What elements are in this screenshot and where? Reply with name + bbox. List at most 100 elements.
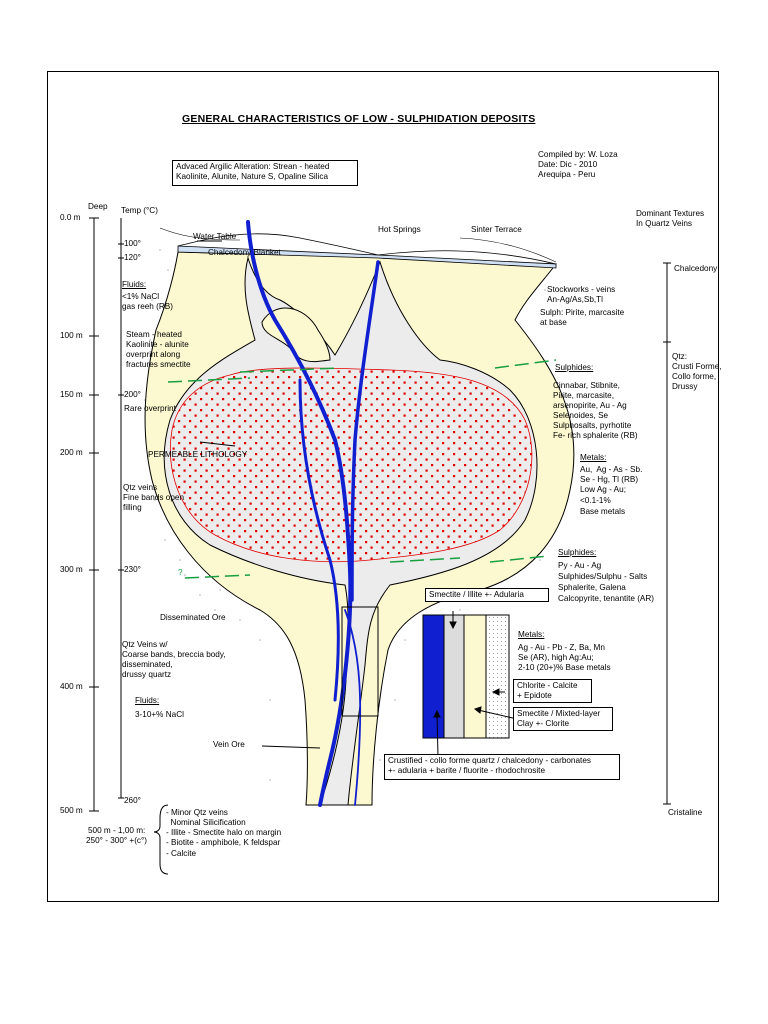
qtz-veins-w-line2: Coarse bands, breccia body, (122, 650, 226, 659)
stockworks-line3: Sulph: Pirite, marcasite (540, 308, 625, 317)
vein-ore-label: Vein Ore (213, 740, 245, 749)
bottom-depth-range-2: 250° - 300° +(c°) (86, 836, 148, 845)
fluids-2-line: 3-10+% NaCl (135, 710, 184, 719)
sulphides-1-line6: Fe- rich sphalerite (RB) (553, 431, 638, 440)
sinter-surface (377, 250, 557, 265)
temp-label-100: 100° (124, 239, 141, 248)
fluids-1-title: Fluids: (122, 280, 147, 289)
metals-1-title: Metals: (580, 453, 607, 462)
metals-1-line2: Se - Hg, Tl (RB) (580, 475, 639, 484)
metals-2-line3: 2-10 (20+)% Base metals (518, 663, 611, 672)
stockworks-line2: An-Ag/As,Sb,Tl (547, 295, 603, 304)
ground-surface (159, 227, 557, 263)
vein-system (246, 220, 380, 807)
textures-header-2: In Quartz Veins (636, 219, 692, 228)
textures-header-1: Dominant Textures (636, 209, 705, 218)
hot-spring-vent (177, 233, 379, 256)
depth-label-400: 400 m (60, 682, 83, 691)
water-table-label: Water Table (193, 232, 237, 241)
temp-label-200: 200° (124, 390, 141, 399)
texture-crusti: Crusti Forme, (672, 362, 722, 371)
isotherm-marks (167, 359, 557, 579)
qtz-veins-line1: Qtz veins (123, 483, 158, 492)
qtz-veins-w-line1: Qtz Veins w/ (122, 640, 168, 649)
bottom-note-5: - Calcite (166, 849, 197, 858)
qtz-veins-w-line3: disseminated, (122, 660, 173, 669)
permeable-label: PERMEABLE LITHOLOGY (148, 450, 248, 459)
sulphides-1-line1: Cinnabar, Stibnite, (553, 381, 620, 390)
texture-qtz: Qtz: (672, 352, 688, 361)
metals-1-line1: Au, Ag - As - Sb. (580, 465, 643, 474)
texture-chalcedony: Chalcedony (674, 264, 718, 273)
credit-place: Arequipa - Peru (538, 170, 596, 179)
bottom-note-4: - Biotite - amphibole, K feldspar (166, 838, 281, 847)
smectite-illite-box: Smectite / Illite +- Adularia (425, 588, 549, 602)
metals-1-line5: Base metals (580, 507, 626, 516)
steam-line2: Kaolinite - alunite (126, 340, 189, 349)
metals-2-title: Metals: (518, 630, 545, 639)
argillic-alteration-box: Advaced Argilic Alteration: Strean - hea… (172, 160, 358, 186)
texture-collo: Collo forme, (672, 372, 717, 381)
question-mark: ? (178, 568, 183, 577)
temp-label-120: 120° (124, 253, 141, 262)
vein-zonation-column (422, 614, 510, 739)
stockworks-line4: at base (540, 318, 567, 327)
depth-label-100: 100 m (60, 331, 83, 340)
temp-header: Temp (°C) (121, 206, 158, 215)
chlorite-box: Chlorite - Calcite + Epidote (513, 679, 592, 703)
steam-line4: fractures smectite (126, 360, 191, 369)
credit-author: Compiled by: W. Loza (538, 150, 618, 159)
sulphides-2-title: Sulphides: (558, 548, 597, 557)
depth-label-200: 200 m (60, 448, 83, 457)
depth-label-500: 500 m (60, 806, 83, 815)
depth-label-0: 0.0 m (60, 213, 81, 222)
depth-label-150: 150 m (60, 390, 83, 399)
texture-drussy: Drussy (672, 382, 698, 391)
chalcedony-blanket-label: Chalcedony Blanket (208, 248, 281, 257)
permeable-lithology (169, 367, 533, 563)
credit-date: Date: Dic - 2010 (538, 160, 598, 169)
sulphides-1-line2: Pirite, marcasite, (553, 391, 614, 400)
sulphides-2-line1: Py - Au - Ag (558, 561, 602, 570)
depth-scale (89, 217, 99, 812)
sulphides-1-line3: arsenopirite, Au - Ag (553, 401, 627, 410)
sinter-terrace-label: Sinter Terrace (471, 225, 522, 234)
sulphides-2-line3: Sphalerite, Galena (558, 583, 626, 592)
hot-springs-label: Hot Springs (378, 225, 421, 234)
metals-2-line2: Se (AR), high Ag:Au; (518, 653, 594, 662)
depth-label-300: 300 m (60, 565, 83, 574)
qtz-veins-line2: Fine bands open (123, 493, 184, 502)
temp-label-230: 230° (124, 565, 141, 574)
qtz-veins-w-line4: drussy quartz (122, 670, 172, 679)
depth-header: Deep (88, 202, 108, 211)
page-title: GENERAL CHARACTERISTICS OF LOW - SULPHID… (182, 113, 536, 125)
bottom-note-1: - Minor Qtz veins (166, 808, 228, 817)
temperature-scale (118, 218, 124, 799)
bottom-depth-range-1: 500 m - 1,00 m: (88, 826, 146, 835)
bottom-brace (153, 804, 169, 875)
vein-zone-outline (341, 606, 379, 717)
sulphides-2-line2: Sulphides/Sulphu - Salts (558, 572, 648, 581)
bottom-note-3: - Illite - Smectite halo on margin (166, 828, 282, 837)
sulphides-1-line4: Selenoides, Se (553, 411, 609, 420)
bottom-note-2: Nominal Silicification (166, 818, 246, 827)
sulphides-2-line4: Calcopyrite, tenantite (AR) (558, 594, 655, 603)
sulphides-1-title: Sulphides: (555, 363, 594, 372)
disseminated-ore: Disseminated Ore (160, 613, 226, 622)
qtz-veins-line3: filling (123, 503, 142, 512)
metals-1-line4: <0.1-1% (580, 496, 611, 505)
texture-cristaline: Cristaline (668, 808, 703, 817)
texture-scale (663, 262, 671, 805)
diagram-frame (47, 71, 719, 902)
sulphides-1-line5: Sulphosalts, pyrhotite (553, 421, 632, 430)
metals-1-line3: Low Ag - Au; (580, 485, 626, 494)
fluids-1-line1: <1% NaCl (122, 292, 160, 301)
steam-line3: overprint along (126, 350, 181, 359)
crustified-box: Crustified - collo forme quartz / chalce… (384, 754, 620, 780)
alteration-finger (261, 307, 331, 363)
stockworks-line1: Stockworks - veins (547, 285, 616, 294)
metals-2-line1: Ag - Au - Pb - Z, Ba, Mn (518, 643, 605, 652)
fluids-1-line2: gas reeh (RB) (122, 302, 173, 311)
rare-overprint: Rare overprint (124, 404, 176, 413)
